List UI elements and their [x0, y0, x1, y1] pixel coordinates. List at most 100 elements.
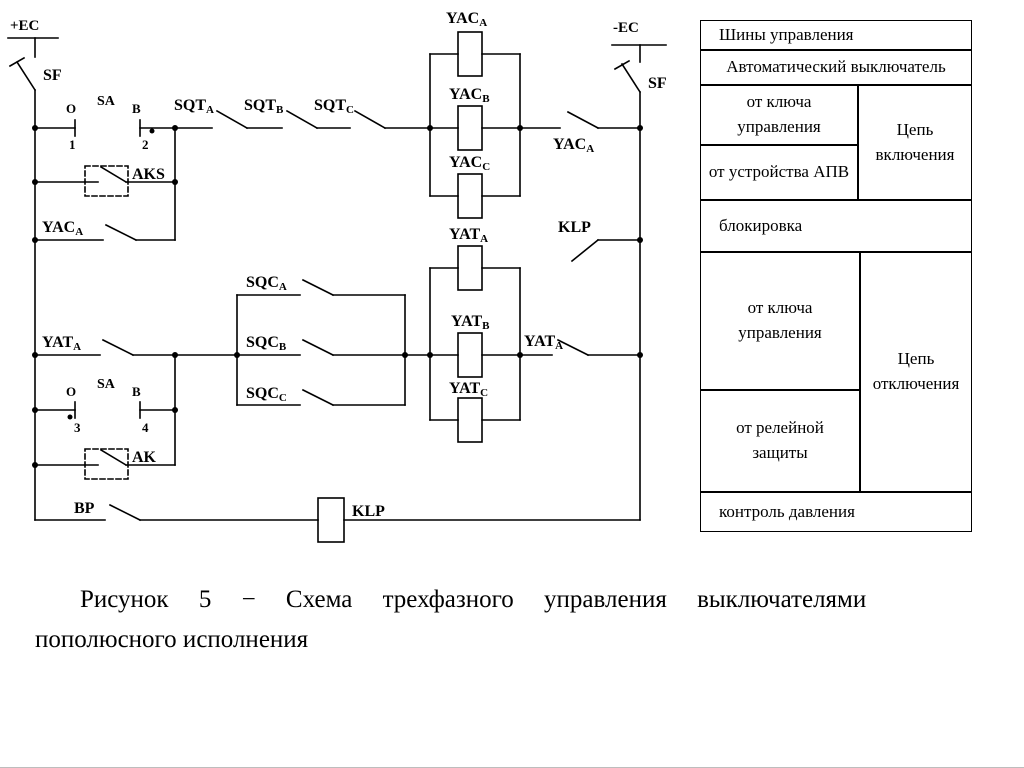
label-main: YAC	[553, 136, 586, 153]
label-main: SQT	[174, 97, 206, 114]
key2-on-letter: В	[132, 384, 141, 399]
key2-position-dot	[67, 414, 73, 420]
label-sub: B	[276, 104, 284, 116]
sf-left-breaker-blade	[15, 60, 37, 92]
cell-text: Шины управления	[719, 24, 854, 44]
table-cell-circuit-breaker: Автоматический выключатель	[700, 50, 972, 85]
yac-a-left-contact-blade	[104, 223, 138, 242]
tripping-key-row: SA О 3 В 4	[34, 377, 176, 435]
yac-a-right-contact-blade	[566, 110, 600, 130]
label-main: SQC	[246, 334, 279, 351]
label-main: YAT	[451, 313, 482, 330]
sqc-a-contact-blade	[301, 278, 335, 297]
aks-contact-blade	[99, 165, 128, 184]
negative-bus-group: -EC SF	[611, 20, 667, 521]
yat-coil-group: YATA YATB YATC	[429, 226, 521, 443]
junction-dot	[427, 125, 433, 131]
yac-a-right-contact-label: YACA	[553, 136, 594, 155]
cell-text: Автоматический выключатель	[726, 57, 946, 77]
label-main: SQT	[244, 97, 276, 114]
label-sub: A	[73, 341, 81, 353]
plus-bus-label: +EC	[10, 18, 39, 34]
cell-text: блокировка	[719, 215, 803, 235]
label-main: YAT	[449, 380, 480, 397]
label-main: YAC	[42, 219, 75, 236]
key1-position-dot	[149, 128, 155, 134]
yac-c-coil	[457, 173, 483, 219]
positive-bus-group: +EC SF	[7, 18, 62, 521]
table-cell-control-buses: Шины управления	[700, 20, 972, 50]
junction-dot	[637, 125, 643, 131]
label-main: YAT	[524, 333, 555, 350]
yat-a-left-contact-label: YATA	[42, 334, 81, 353]
ak-contact-blade	[99, 448, 128, 467]
label-sub: A	[479, 17, 487, 29]
table-cell-blocking: блокировка	[700, 200, 972, 252]
label-sub: C	[482, 161, 490, 173]
junction-dot	[517, 125, 523, 131]
aks-branch: AKS	[34, 165, 176, 197]
table-cell-tripping-circuit: Цепь отключения	[860, 252, 972, 492]
junction-dot	[172, 407, 178, 413]
sf-right-breaker-tick	[613, 59, 631, 71]
label-main: SQT	[314, 97, 346, 114]
sqt-b-contact-blade	[285, 109, 319, 130]
cell-text: от релейной защиты	[736, 418, 824, 462]
klp-coil	[317, 497, 345, 543]
cell-text: контроль давления	[719, 501, 855, 521]
junction-dot	[32, 125, 38, 131]
klp-contact-blade	[570, 238, 600, 263]
label-sub: C	[346, 104, 354, 116]
klp-coil-label: KLP	[352, 503, 385, 520]
klp-contact-label: KLP	[558, 219, 591, 236]
sqc-c-label: SQCC	[246, 385, 287, 404]
table-cell-from-control-key-closing: от ключа управления	[700, 85, 858, 145]
label-sub: A	[206, 104, 214, 116]
yac-a-left-contact-label: YACA	[42, 219, 83, 238]
junction-dot	[427, 352, 433, 358]
junction-dot	[32, 179, 38, 185]
yat-b-coil-label: YATB	[451, 313, 490, 332]
yac-a-coil	[457, 31, 483, 77]
tripping-rail: YATA SQCB SQC A SQCC	[34, 274, 431, 407]
key1-off-num: 1	[69, 137, 76, 152]
yac-coil-group: YACA YACB YACC	[429, 10, 521, 219]
label-sub: B	[482, 93, 490, 105]
junction-dot	[172, 179, 178, 185]
yat-c-coil-label: YATC	[449, 380, 488, 399]
sqc-b-label: SQCB	[246, 334, 287, 353]
yat-a-coil	[457, 245, 483, 291]
minus-bus-label: -EC	[613, 20, 639, 36]
table-cell-from-apv: от устройства АПВ	[700, 145, 858, 200]
tripping-rail-right: YATA	[519, 333, 641, 357]
key2-label: SA	[97, 377, 116, 392]
label-main: YAC	[446, 10, 479, 27]
yat-c-coil	[457, 397, 483, 443]
junction-dots	[32, 125, 643, 468]
sqt-c-label: SQTC	[314, 97, 354, 116]
junction-dot	[637, 352, 643, 358]
cell-text: Цепь включения	[875, 119, 955, 164]
table-cell-from-control-key-tripping: от ключа управления	[700, 252, 860, 390]
key1-on-letter: В	[132, 101, 141, 116]
label-sub: B	[482, 320, 490, 332]
table-cell-from-relay-protection: от релейной защиты	[700, 390, 860, 492]
table-cell-pressure-control: контроль давления	[700, 492, 972, 532]
cell-text: Цепь отключения	[872, 349, 960, 393]
closing-circuit-row: SA О 1 В 2 SQTA SQTB SQTC	[34, 94, 431, 152]
junction-dot	[32, 352, 38, 358]
ak-dashed-box	[84, 448, 129, 480]
label-sub: A	[555, 340, 563, 352]
label-main: YAC	[449, 154, 482, 171]
sqt-c-contact-blade	[353, 109, 387, 130]
cell-text: от устройства АПВ	[708, 162, 850, 182]
junction-dot	[172, 125, 178, 131]
klp-blocking-contact: KLP	[558, 219, 641, 263]
key2-off-letter: О	[66, 384, 76, 399]
junction-dot	[517, 352, 523, 358]
ak-branch: AK	[34, 354, 176, 480]
bp-contact-label: BP	[74, 500, 95, 517]
yac-c-coil-label: YACC	[449, 154, 490, 173]
sqc-b-contact-blade	[301, 338, 335, 357]
